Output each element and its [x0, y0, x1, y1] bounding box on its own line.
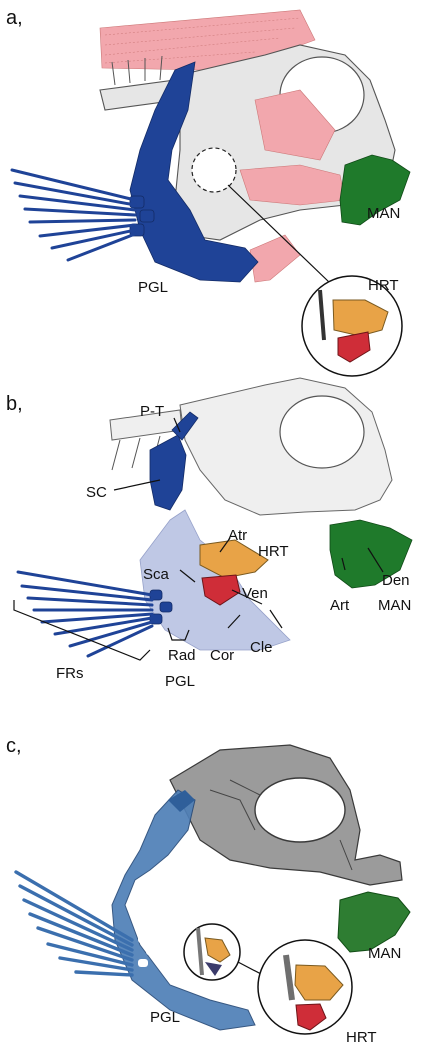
label-rad: Rad: [168, 647, 196, 664]
label-frs: FRs: [56, 665, 84, 682]
label-cor: Cor: [210, 647, 234, 664]
panel-b-label: b,: [6, 393, 23, 415]
leaders-b: [113, 417, 384, 629]
fin-rays-b: [16, 570, 154, 658]
ventricle-b: [201, 574, 241, 606]
rad-bracket: [167, 627, 190, 641]
mandible-b: [329, 519, 413, 589]
hypaxial-muscle: [249, 234, 301, 283]
panel-c-label: c,: [6, 735, 22, 757]
heart-location-marker: [191, 147, 237, 193]
post-temporal-3d: [168, 790, 195, 812]
label-hrt-b: HRT: [258, 543, 289, 560]
mandible-3d: [337, 891, 411, 953]
label-pgl-a: PGL: [138, 279, 168, 296]
cheek-muscle-upper: [254, 89, 336, 161]
label-man-c: MAN: [368, 945, 401, 962]
pectoral-girdle-3d: [111, 789, 256, 1031]
orbit-b: [279, 395, 365, 469]
label-pgl-b: PGL: [165, 673, 195, 690]
supracleithrum: [149, 434, 187, 511]
inset-bone-c: [196, 927, 204, 976]
label-cle: Cle: [250, 639, 273, 656]
atrium-a: [332, 299, 389, 337]
panel-c: c,: [6, 735, 411, 1046]
frs-bracket: [13, 600, 151, 661]
label-hrt-c: HRT: [346, 1029, 377, 1046]
label-hrt-a: HRT: [368, 277, 399, 294]
ventricle-a: [337, 331, 371, 363]
label-ven: Ven: [242, 585, 268, 602]
label-man-a: MAN: [367, 205, 400, 222]
skull-3d-detail: [209, 779, 353, 871]
atrium-b: [199, 539, 269, 579]
zoom-leader-a: [227, 184, 331, 284]
fin-rays-3d: [14, 870, 134, 977]
atrium-small-c: [204, 937, 231, 963]
radials-b: [149, 589, 173, 625]
ventricle-small-c: [205, 962, 222, 976]
label-man-b: MAN: [378, 597, 411, 614]
fin-rays: [10, 168, 137, 262]
atrium-c: [294, 964, 344, 1001]
mandible: [339, 154, 411, 226]
post-temporal: [171, 411, 199, 441]
ventricle-c: [295, 1003, 327, 1031]
panel-b: b,: [6, 377, 413, 690]
label-pt: P-T: [140, 403, 164, 420]
label-atr: Atr: [228, 527, 247, 544]
label-den: Den: [382, 572, 410, 589]
zoom-bone-c: [283, 954, 295, 1001]
pectoral-girdle: [129, 61, 259, 283]
label-art: Art: [330, 597, 350, 614]
orbit-3d: [254, 777, 346, 843]
panel-a-label: a,: [6, 7, 23, 29]
label-pgl-c: PGL: [150, 1009, 180, 1026]
radials-3d: [138, 935, 156, 967]
zoom-bone-a: [318, 289, 326, 341]
label-sc: SC: [86, 484, 107, 501]
label-sca: Sca: [143, 566, 170, 583]
panel-a: a,: [6, 7, 411, 377]
dorsal-muscle-striations: [104, 17, 301, 64]
